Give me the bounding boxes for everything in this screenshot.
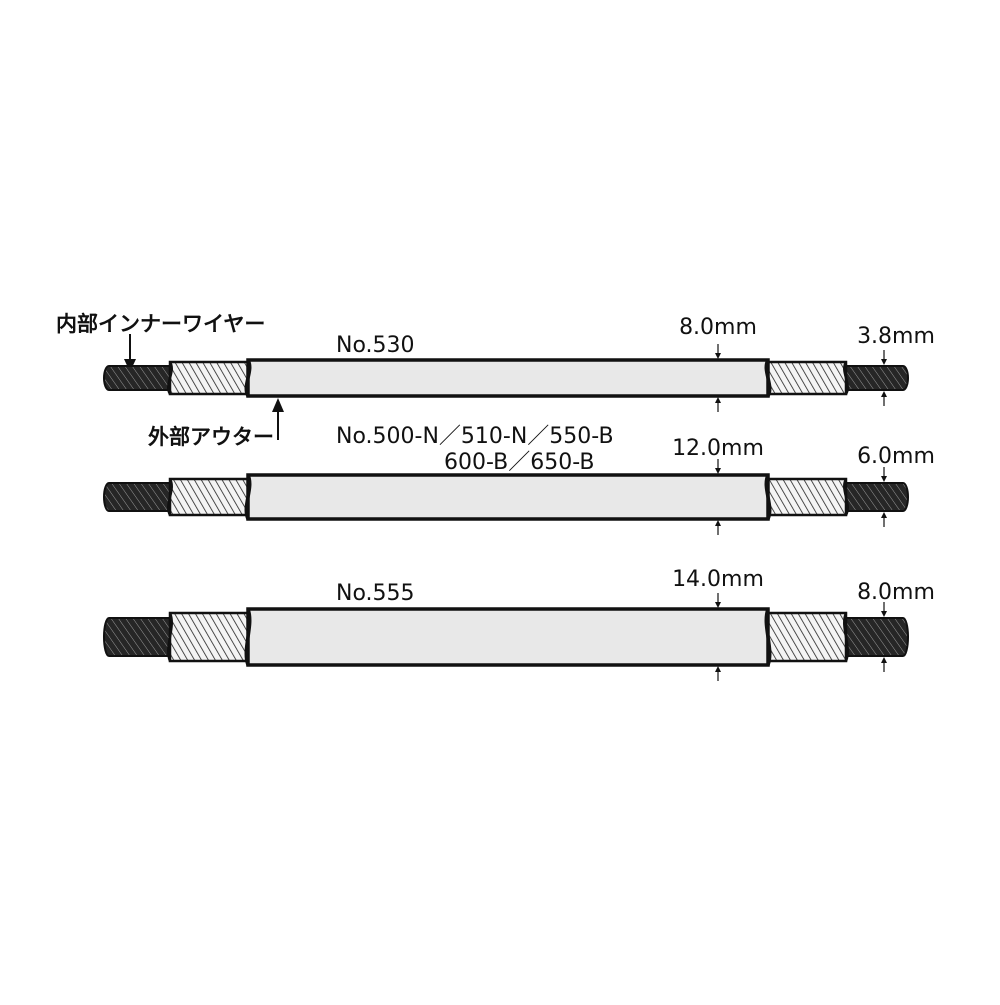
braid-left-edge (167, 478, 173, 516)
outer-diameter-label: 12.0mm (672, 436, 764, 461)
cable-list: No.530 8.0mm 3.8mmNo.500-N／510-N／550-B600-… (103, 315, 935, 681)
sheath-right-edge (764, 474, 772, 520)
model-label: No.530 (336, 333, 415, 358)
sheath-left-edge (244, 359, 252, 397)
inner-diameter-arrow-top-head (881, 611, 887, 617)
inner-diameter-arrow-bottom-head (881, 391, 887, 397)
outer-diameter-arrow-bottom-head (715, 666, 721, 672)
outer-diameter-arrow-top-head (715, 468, 721, 474)
sheath-left-edge (244, 608, 252, 666)
inner-diameter-arrow-bottom-head (881, 512, 887, 518)
inner-wire-label: 内部インナーワイヤー (56, 312, 265, 336)
braid-right-edge (843, 478, 849, 516)
inner-diameter-arrow-top-head (881, 359, 887, 365)
sheath-right-edge (764, 608, 772, 666)
outer-diameter-label: 8.0mm (679, 315, 757, 340)
model-label: 600-B／650-B (444, 450, 594, 475)
cable-3: No.555 14.0mm 8.0mm (103, 567, 935, 681)
outer-callout: 外部アウター (148, 398, 284, 449)
outer-diameter-arrow-bottom-head (715, 520, 721, 526)
inner-wire-callout: 内部インナーワイヤー (56, 312, 265, 372)
braid-right-edge (843, 612, 849, 662)
inner-diameter-arrow-bottom-head (881, 657, 887, 663)
sheath-right-edge (764, 359, 772, 397)
inner-diameter-arrow-top-head (881, 476, 887, 482)
inner-diameter-label: 3.8mm (857, 324, 935, 349)
outer-arrow-head (272, 398, 284, 412)
model-label: No.555 (336, 581, 415, 606)
outer-sheath (246, 607, 770, 667)
outer-sheath (246, 358, 770, 398)
sheath-left-edge (244, 474, 252, 520)
outer-diameter-label: 14.0mm (672, 567, 764, 592)
outer-sheath (246, 473, 770, 521)
braid-left-edge (167, 361, 173, 395)
outer-diameter-arrow-bottom-head (715, 397, 721, 403)
braid-right-edge (843, 361, 849, 395)
braid-left-edge (167, 612, 173, 662)
inner-diameter-label: 6.0mm (857, 444, 935, 469)
cable-1: No.530 8.0mm 3.8mm (103, 315, 935, 412)
outer-label: 外部アウター (148, 425, 274, 449)
outer-diameter-arrow-top-head (715, 353, 721, 359)
inner-diameter-label: 8.0mm (857, 580, 935, 605)
outer-diameter-arrow-top-head (715, 602, 721, 608)
model-label: No.500-N／510-N／550-B (336, 424, 614, 449)
